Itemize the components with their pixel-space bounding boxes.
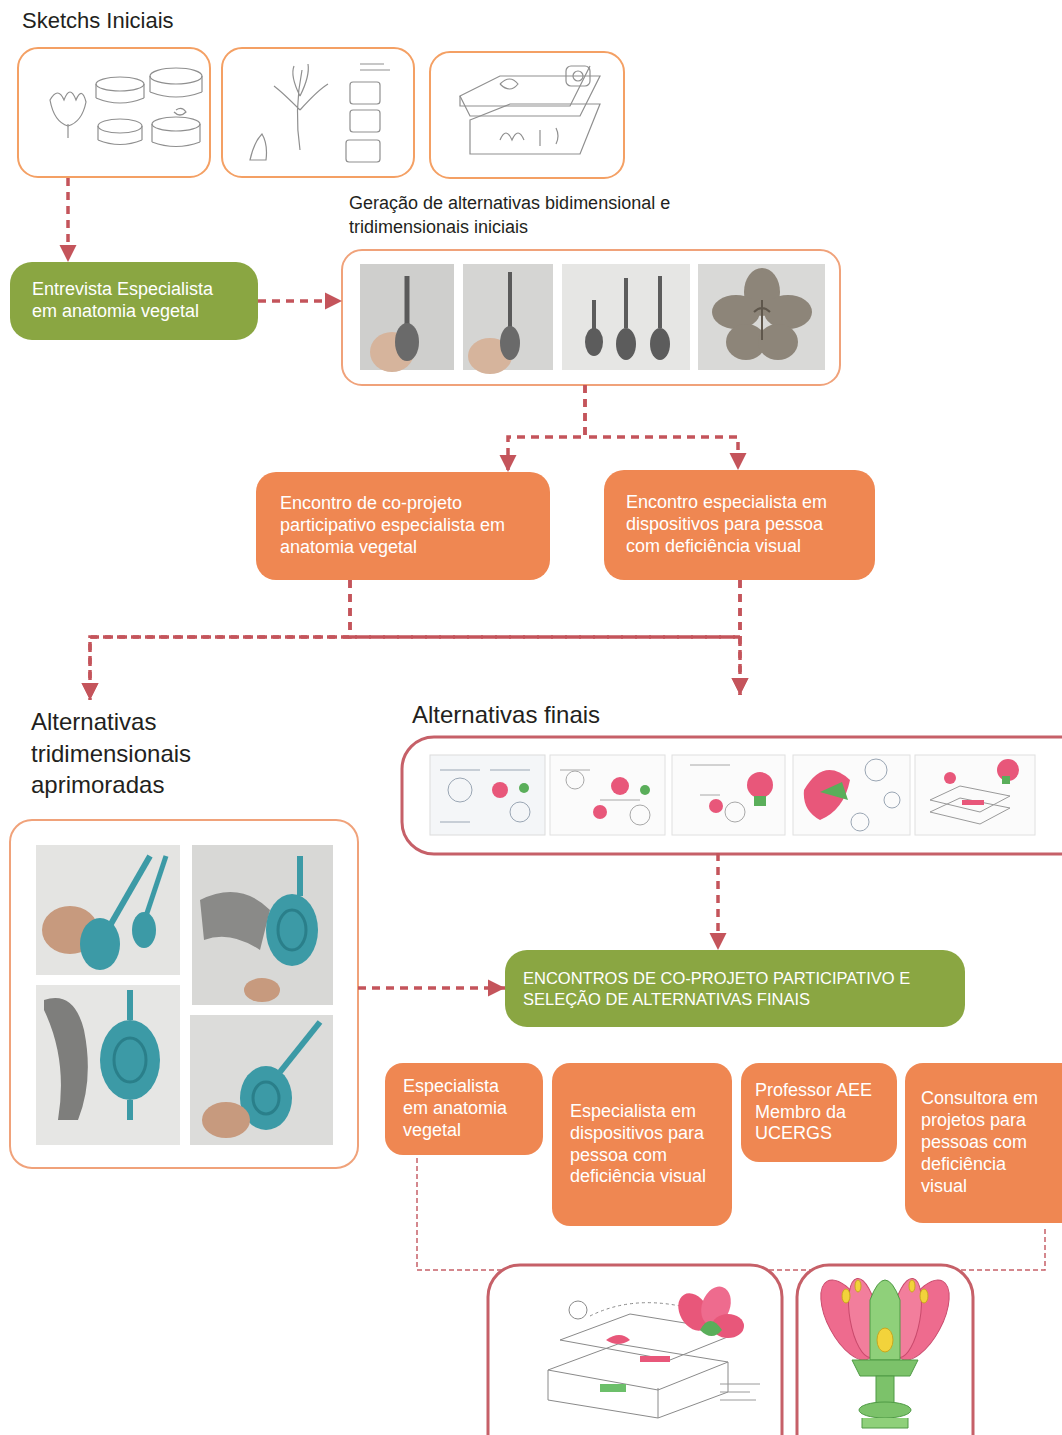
sketch-frames [18, 48, 624, 178]
box-label: Encontro especialista em dispositivos pa… [626, 492, 853, 558]
group-panel: Alternativas finais [402, 695, 1062, 853]
flow-arrow [66, 178, 70, 262]
pencil-sketches [50, 64, 600, 162]
flow-arrow [508, 385, 585, 472]
prototype-photos [360, 264, 825, 374]
selected-sketch [548, 1282, 760, 1418]
flow-arrow [358, 986, 505, 990]
selected-flower [810, 1272, 961, 1428]
box-label: Professor AEE Membro da UCERGS [755, 1080, 883, 1146]
process-box: Professor AEE Membro da UCERGS [741, 1063, 897, 1162]
alternative-sheets [430, 755, 1035, 835]
group-heading: Sketchs Iniciais [22, 6, 620, 35]
process-box: Entrevista Especialista em anatomia vege… [10, 262, 258, 340]
photo-frame [10, 820, 358, 1168]
group-heading: Alternativas finais [412, 699, 1052, 731]
process-box: Especialista em dispositivos para pessoa… [552, 1063, 732, 1226]
process-box: Especialista em anatomia vegetal [385, 1063, 543, 1155]
flow-arrow [258, 299, 342, 303]
selected-frame [488, 1265, 782, 1435]
group-panel: Geração de alternativas bidimensional e … [342, 192, 840, 385]
process-box: ENCONTROS DE CO-PROJETO PARTICIPATIVO E … [505, 950, 965, 1027]
group-heading: Geração de alternativas bidimensional e … [349, 192, 721, 240]
box-label: Consultora em projetos para pessoas com … [921, 1088, 1048, 1198]
sheet-frame [402, 737, 1062, 854]
flow-arrow [716, 853, 720, 950]
flow-arrow [585, 385, 738, 470]
flow-arrow [90, 580, 740, 700]
process-box: Encontro especialista em dispositivos pa… [604, 470, 875, 580]
group-panel: Alternativas tridimensionais aprimoradas [10, 700, 358, 1168]
photo-frame [342, 250, 840, 385]
flow-arrow [90, 580, 350, 700]
selected-frame [797, 1265, 973, 1435]
process-box: Consultora em projetos para pessoas com … [905, 1063, 1062, 1223]
box-label: Entrevista Especialista em anatomia vege… [32, 279, 236, 323]
process-box: Encontro de co-projeto participativo esp… [256, 472, 550, 580]
box-label: Especialista em anatomia vegetal [403, 1076, 525, 1142]
flow-arrow [738, 580, 742, 695]
group-heading: Alternativas tridimensionais aprimoradas [31, 706, 241, 801]
box-label: Encontro de co-projeto participativo esp… [280, 493, 526, 559]
box-label: ENCONTROS DE CO-PROJETO PARTICIPATIVO E … [523, 968, 947, 1008]
box-label: Especialista em dispositivos para pessoa… [570, 1101, 714, 1189]
group-panel: Sketchs Iniciais [18, 6, 624, 178]
prototype-photos [36, 845, 333, 1145]
